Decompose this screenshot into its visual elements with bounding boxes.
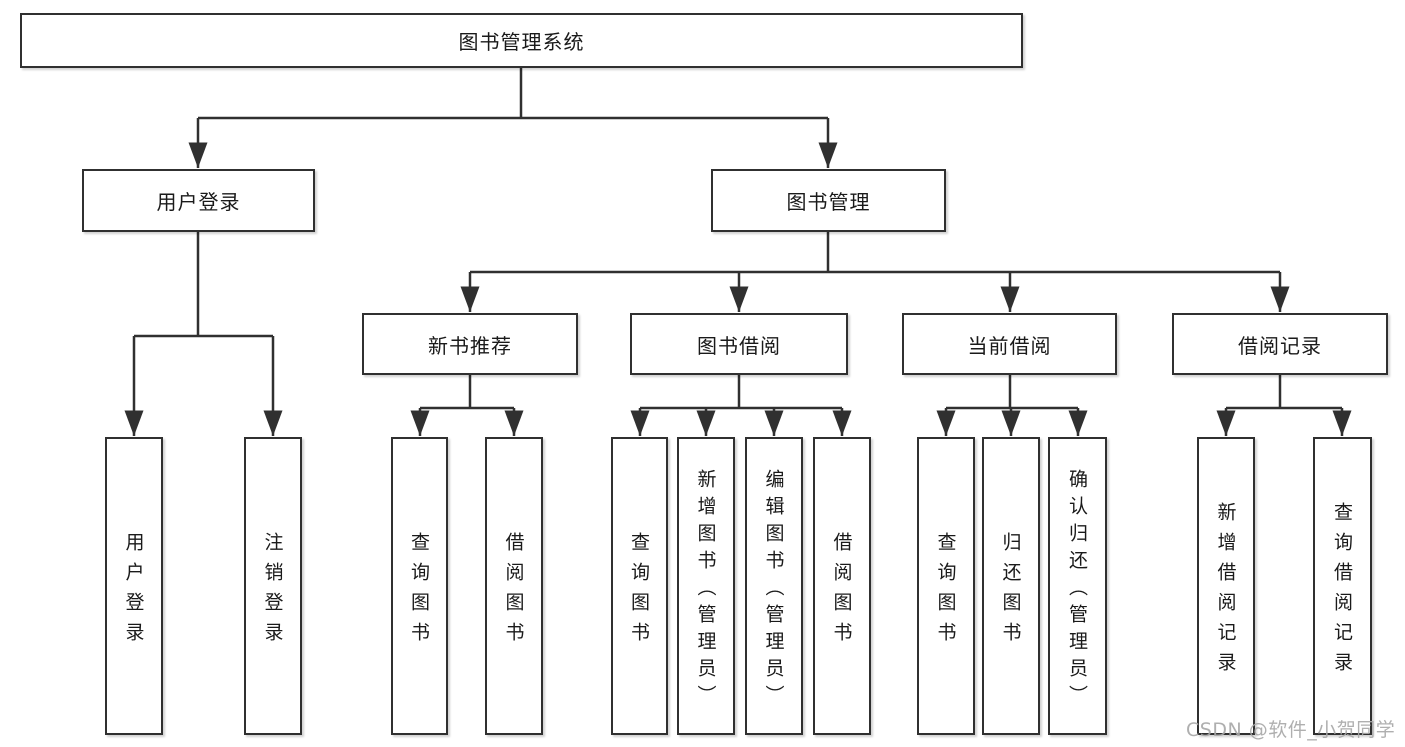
node-new-book-rec-label: 新书推荐: [428, 333, 512, 358]
node-leaf-bb-edit: 编辑图书（管理员）: [745, 437, 803, 735]
connector-new-book-rec-branch: [410, 375, 524, 436]
connector-book-borrow-branch: [630, 375, 852, 436]
connector-book-mgmt-branch: [460, 232, 1290, 312]
node-root-label: 图书管理系统: [458, 30, 585, 54]
node-leaf-cb-query-label: 查询图书: [934, 531, 957, 652]
node-leaf-bb-borrow: 借阅图书: [813, 437, 871, 735]
node-leaf-user-login: 用户登录: [105, 437, 163, 735]
connector-user-login-branch: [124, 232, 283, 436]
connector-current-borrow-branch: [936, 375, 1088, 436]
node-leaf-bb-query: 查询图书: [611, 437, 668, 735]
node-book-mgmt: 图书管理: [711, 169, 946, 232]
node-leaf-cb-query: 查询图书: [917, 437, 975, 735]
node-leaf-user-login-label: 用户登录: [122, 531, 145, 652]
node-leaf-bb-edit-label: 编辑图书（管理员）: [762, 468, 785, 712]
node-leaf-cb-confirm: 确认归还（管理员）: [1048, 437, 1107, 735]
node-leaf-logout: 注销登录: [244, 437, 302, 735]
node-borrow-record: 借阅记录: [1172, 313, 1388, 375]
node-user-login: 用户登录: [82, 169, 315, 232]
node-leaf-cb-return-label: 归还图书: [999, 531, 1022, 652]
node-leaf-bb-add-label: 新增图书（管理员）: [694, 468, 717, 712]
node-book-borrow: 图书借阅: [630, 313, 848, 375]
node-user-login-label: 用户登录: [156, 190, 241, 214]
node-leaf-br-query: 查询借阅记录: [1313, 437, 1372, 735]
node-book-borrow-label: 图书借阅: [697, 333, 781, 358]
node-leaf-bb-borrow-label: 借阅图书: [830, 531, 853, 652]
node-borrow-record-label: 借阅记录: [1238, 333, 1322, 358]
csdn-watermark: CSDN @软件_小贺同学: [1186, 719, 1396, 741]
node-leaf-bb-add: 新增图书（管理员）: [677, 437, 735, 735]
node-leaf-nbr-query-label: 查询图书: [408, 531, 430, 652]
node-root: 图书管理系统: [20, 13, 1023, 68]
node-book-mgmt-label: 图书管理: [786, 190, 871, 214]
node-leaf-nbr-borrow-label: 借阅图书: [502, 531, 525, 652]
node-leaf-nbr-query: 查询图书: [391, 437, 448, 735]
node-leaf-logout-label: 注销登录: [261, 531, 284, 652]
node-current-borrow: 当前借阅: [902, 313, 1117, 375]
node-leaf-br-add-label: 新增借阅记录: [1214, 501, 1237, 682]
node-new-book-rec: 新书推荐: [362, 313, 578, 375]
node-current-borrow-label: 当前借阅: [967, 333, 1052, 358]
node-leaf-cb-return: 归还图书: [982, 437, 1040, 735]
node-leaf-cb-confirm-label: 确认归还（管理员）: [1066, 468, 1088, 712]
connector-borrow-record-branch: [1216, 375, 1352, 436]
node-leaf-br-add: 新增借阅记录: [1197, 437, 1255, 735]
node-leaf-nbr-borrow: 借阅图书: [485, 437, 543, 735]
connector-root-to-level2: [188, 68, 838, 168]
node-leaf-br-query-label: 查询借阅记录: [1331, 501, 1353, 682]
node-leaf-bb-query-label: 查询图书: [628, 531, 650, 652]
